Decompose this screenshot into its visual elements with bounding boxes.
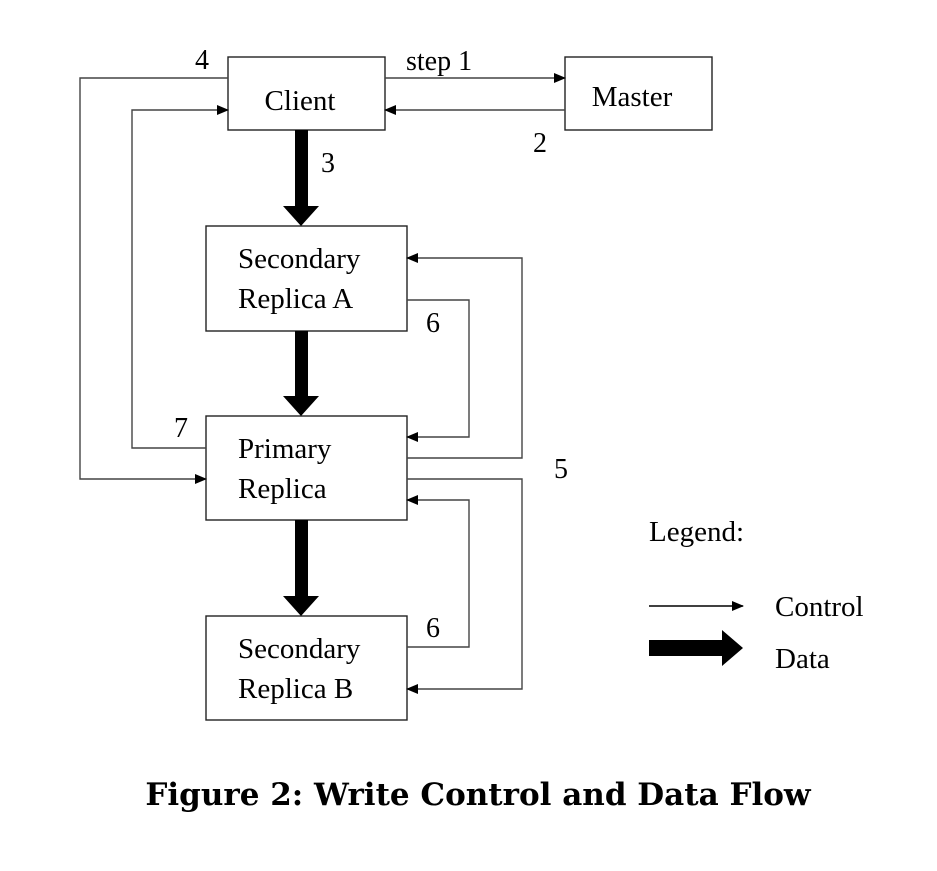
legend-data-arrow-icon [649, 630, 743, 666]
node-client: Client [227, 56, 386, 131]
node-secondary-b: Secondary Replica B [205, 615, 408, 721]
node-secondary-a-label-2: Replica A [238, 283, 353, 315]
legend: Legend: Control Data [649, 516, 864, 675]
edge-primary-to-secondary-a [406, 253, 523, 459]
node-master: Master [564, 56, 713, 131]
step-label-1: step 1 [406, 46, 472, 77]
edge-primary-to-secondary-b-data [283, 520, 319, 616]
node-primary-label-1: Primary [238, 433, 332, 465]
legend-title: Legend: [649, 516, 744, 548]
node-master-label: Master [592, 81, 673, 113]
edge-secondary-a-to-primary-data [283, 331, 319, 416]
edge-primary-to-secondary-b [406, 478, 523, 694]
node-secondary-a-label-1: Secondary [238, 243, 361, 275]
legend-data-label: Data [775, 643, 830, 675]
edge-client-to-primary [79, 77, 228, 484]
node-secondary-b-label-2: Replica B [238, 673, 353, 705]
node-primary: Primary Replica [205, 415, 408, 521]
node-secondary-a: Secondary Replica A [205, 225, 408, 332]
node-primary-label-2: Replica [238, 473, 327, 505]
step-label-5: 5 [554, 454, 568, 485]
edge-primary-to-client [131, 105, 229, 449]
edge-client-to-secondary-a-data [283, 130, 319, 226]
node-secondary-b-label-1: Secondary [238, 633, 361, 665]
figure-caption: Figure 2: Write Control and Data Flow [145, 777, 812, 813]
step-label-2: 2 [533, 128, 547, 159]
step-label-6b: 6 [426, 613, 440, 644]
step-label-3: 3 [321, 148, 335, 179]
edge-secondary-a-to-primary [406, 299, 470, 442]
step-label-6a: 6 [426, 308, 440, 339]
legend-control-label: Control [775, 591, 864, 623]
step-label-7: 7 [174, 413, 188, 444]
edge-secondary-b-to-primary [406, 495, 470, 648]
node-client-label: Client [265, 85, 336, 117]
step-label-4: 4 [195, 45, 209, 76]
